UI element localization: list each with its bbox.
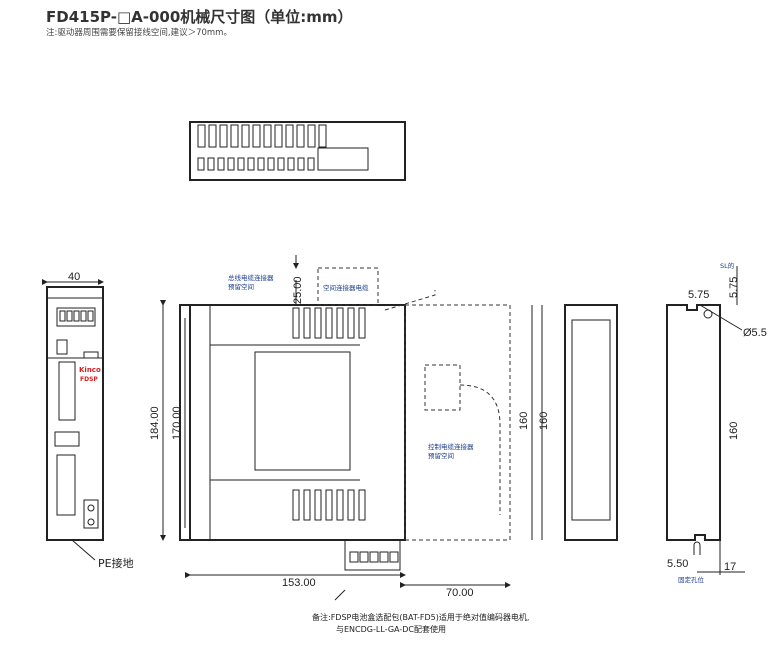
top-slot <box>237 157 245 171</box>
side-fin <box>292 489 300 521</box>
remark-line-1: 备注:FDSP电池盒选配包(BAT-FD5)适用于绝对值编码器电机, <box>312 612 529 622</box>
side-fin <box>347 307 355 339</box>
ctrl-space-label-1: 控制电缆连接器 <box>428 442 474 451</box>
dim-17: 17 <box>724 561 736 573</box>
bus-space-label-1: 总线电缆连接器 <box>228 273 274 282</box>
front-view: Kinco FDSP 40 PE接地 <box>42 271 134 570</box>
rear-view: 160 <box>538 304 618 541</box>
top-slot <box>197 157 205 171</box>
drawing-title: FD415P-□A-000机械尺寸图（单位:mm） <box>46 8 353 26</box>
space-cable-label: 空间连接器电缆 <box>323 283 369 292</box>
dim-170: 170.00 <box>171 406 183 440</box>
led-digit <box>73 310 80 322</box>
top-slot <box>217 157 225 171</box>
brand-sub: FDSP <box>80 376 98 383</box>
fix-hole-label: 固定孔位 <box>678 575 705 584</box>
side-fin <box>347 489 355 521</box>
top-fin <box>318 124 327 148</box>
battery-slot <box>349 551 359 563</box>
led-digit <box>87 310 94 322</box>
battery-slot <box>389 551 399 563</box>
ctrl-space-label-2: 预留空间 <box>428 451 454 460</box>
dim-25: 25.00 <box>292 276 304 304</box>
dim-5-75-h: 5.75 <box>688 289 709 301</box>
top-fin <box>274 124 283 148</box>
dim-5-75-v: 5.75 <box>728 277 740 298</box>
side-fin <box>325 307 333 339</box>
top-slot <box>287 157 295 171</box>
brand-logo: Kinco <box>79 366 101 374</box>
battery-slot <box>369 551 379 563</box>
dim-70: 70.00 <box>446 587 474 599</box>
top-slot <box>297 157 305 171</box>
top-fin <box>263 124 272 148</box>
dim-160-a: 160 <box>518 412 530 430</box>
dim-160-b: 160 <box>538 412 550 430</box>
top-view <box>189 121 406 181</box>
top-slot <box>227 157 235 171</box>
top-fin <box>296 124 305 148</box>
side-fin <box>336 307 344 339</box>
dim-184: 184.00 <box>149 406 161 440</box>
top-fin <box>208 124 217 148</box>
top-slot <box>207 157 215 171</box>
remark-line-2: 与ENCDG-LL-GA-DC配套使用 <box>336 624 446 634</box>
top-slot <box>307 157 315 171</box>
led-digit <box>66 310 73 322</box>
top-fin <box>307 124 316 148</box>
side-view: 25.00 总线电缆连接器 预留空间 空间连接器电缆 控制电缆连接器 预留空间 … <box>149 255 533 634</box>
sl-label: SL的 <box>720 261 735 270</box>
side-fin <box>358 307 366 339</box>
mounting-view: SL的 5.75 5.75 Ø5.5 160 5.50 17 固定孔位 <box>666 261 767 584</box>
side-fin <box>303 489 311 521</box>
top-fin <box>219 124 228 148</box>
clearance-note: 注:驱动器周围需要保留接线空间,建议＞70mm。 <box>46 28 232 38</box>
top-fin <box>241 124 250 148</box>
pe-ground-label: PE接地 <box>98 557 134 570</box>
side-fin <box>336 489 344 521</box>
dim-width-40: 40 <box>68 271 80 283</box>
hole-diameter: Ø5.5 <box>743 327 767 339</box>
side-fin <box>358 489 366 521</box>
top-slot <box>277 157 285 171</box>
led-digit <box>59 310 66 322</box>
side-fin <box>325 489 333 521</box>
top-fin <box>285 124 294 148</box>
dim-153: 153.00 <box>282 577 316 589</box>
top-fin <box>252 124 261 148</box>
top-fin <box>197 124 206 148</box>
top-slot <box>257 157 265 171</box>
side-fin <box>314 489 322 521</box>
side-fin <box>314 307 322 339</box>
top-slot <box>247 157 255 171</box>
top-slot <box>267 157 275 171</box>
side-fin <box>292 307 300 339</box>
led-digit <box>80 310 87 322</box>
battery-slot <box>379 551 389 563</box>
bus-space-label-2: 预留空间 <box>228 282 254 291</box>
battery-slot <box>359 551 369 563</box>
dim-160-c: 160 <box>728 422 740 440</box>
top-fin <box>230 124 239 148</box>
dim-5-50: 5.50 <box>667 558 688 570</box>
side-fin <box>303 307 311 339</box>
